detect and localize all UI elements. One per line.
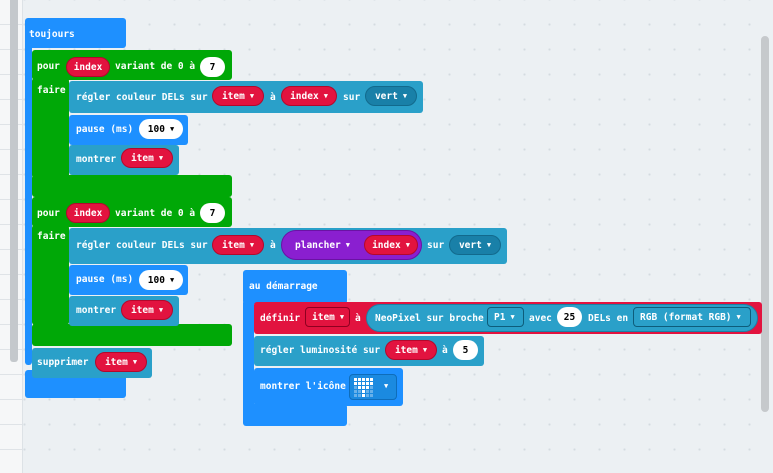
chevron-down-icon: ▼ [169,276,175,284]
count-field[interactable]: 25 [557,307,582,327]
chevron-down-icon: ▼ [402,92,408,100]
a-label: à [442,345,448,356]
loop1-pause-value[interactable]: 100▼ [139,119,183,139]
neopixel-label: NeoPixel sur broche [375,313,484,324]
set-color-label: régler couleur DELs sur [76,240,208,251]
define-target[interactable]: item▼ [305,307,350,327]
show-icon-label: montrer l'icône [260,381,346,392]
chevron-down-icon: ▼ [736,313,741,321]
workspace-scrollbar[interactable] [761,36,769,412]
chevron-down-icon: ▼ [249,92,255,100]
loop2-range-label: variant de 0 à [115,208,196,219]
floor-label: plancher [295,239,341,251]
delete-label: supprimer [37,357,89,368]
loop1-to-field[interactable]: 7 [200,57,225,77]
pin-dropdown[interactable]: P1▼ [487,307,524,327]
brightness-value[interactable]: 5 [453,340,478,360]
forever-label: toujours [29,29,75,40]
loop2-pause-value[interactable]: 100▼ [139,270,183,290]
brightness-target[interactable]: item▼ [385,340,437,360]
brightness-block[interactable] [254,336,484,366]
mode-dropdown[interactable]: RGB (format RGB)▼ [633,307,751,327]
loop1-range-label: variant de 0 à [115,61,196,72]
toolbox-scrollbar[interactable] [10,0,18,362]
chevron-down-icon: ▼ [486,241,492,249]
chevron-down-icon: ▼ [249,241,255,249]
for-loop-1[interactable] [32,50,232,80]
chevron-down-icon: ▼ [132,358,138,366]
chevron-down-icon: ▼ [169,125,175,133]
loop1-set-color-color[interactable]: index▼ [281,86,337,106]
pause-label: pause (ms) [76,124,134,135]
avec-label: avec [529,313,552,324]
on-start-block[interactable] [243,270,347,304]
loop2-show-target[interactable]: item▼ [121,300,173,320]
set-color-label: régler couleur DELs sur [76,92,208,103]
loop1-pour-label: pour [37,61,60,72]
chevron-down-icon: ▼ [158,306,164,314]
loop2-set-color-target[interactable]: item▼ [212,235,264,255]
chevron-down-icon: ▼ [323,92,328,100]
a-label: à [270,92,276,103]
loop2-var[interactable]: index [66,203,110,223]
loop2-to-field[interactable]: 7 [200,203,225,223]
loop1-channel-dropdown[interactable]: vert▼ [365,86,417,106]
forever-block[interactable] [25,18,126,48]
loop1-faire-label: faire [37,85,66,96]
a-label: à [355,313,361,324]
loop2-channel-dropdown[interactable]: vert▼ [449,235,501,255]
for-loop-2[interactable] [32,197,232,227]
pause-label: pause (ms) [76,274,134,285]
loop2-faire-label: faire [37,231,66,242]
loop2-set-color-color[interactable]: index▼ [364,235,418,255]
define-label: définir [260,313,301,324]
icon-picker[interactable]: ▼ [349,374,397,400]
loop2-pour-label: pour [37,208,60,219]
show-label: montrer [76,154,117,165]
chevron-down-icon: ▼ [405,241,410,249]
dels-label: DELs en [588,313,629,324]
heart-icon [354,378,373,397]
chevron-down-icon: ▼ [339,313,345,321]
a-label: à [270,240,276,251]
delete-target[interactable]: item▼ [95,352,147,372]
chevron-down-icon: ▼ [345,241,350,249]
chevron-down-icon: ▼ [422,346,428,354]
loop1-var[interactable]: index [66,57,110,77]
show-label: montrer [76,305,117,316]
sur-label: sur [427,240,445,251]
chevron-down-icon: ▼ [510,313,515,321]
on-start-label: au démarrage [249,281,318,292]
sur-label: sur [343,92,361,103]
chevron-down-icon: ▼ [158,154,164,162]
loop1-show-target[interactable]: item▼ [121,148,173,168]
brightness-label: régler luminosité sur [260,345,381,356]
loop1-set-color-target[interactable]: item▼ [212,86,264,106]
chevron-down-icon: ▼ [384,382,389,390]
